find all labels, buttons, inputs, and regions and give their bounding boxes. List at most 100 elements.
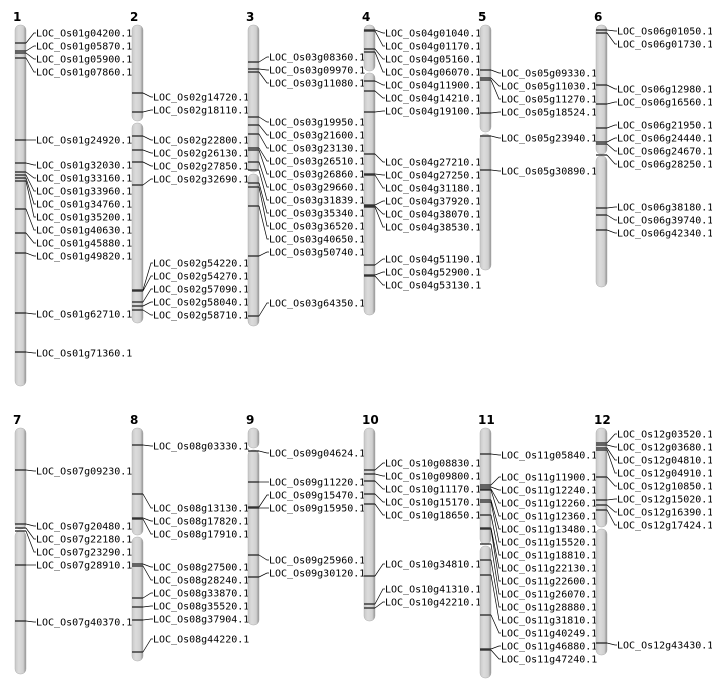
gene-connector [606,137,617,143]
chromosome-arm-q [595,155,608,288]
gene-connector [142,563,153,568]
gene-connector [142,518,153,535]
gene-connector [142,638,153,653]
gene-connector [25,252,36,257]
gene-connector [258,302,269,317]
gene-label: LOC_Os12g43430.1 [617,641,712,652]
gene-label: LOC_Os06g24440.1 [617,134,712,145]
gene-connector [606,154,617,165]
gene-label: LOC_Os04g01170.1 [385,42,481,53]
gene-label: LOC_Os10g42210.1 [385,598,481,609]
gene-connector [258,572,269,578]
gene-connector [606,101,617,105]
gene-connector [490,528,501,582]
gene-label: LOC_Os01g45880.1 [36,239,132,250]
gene-label: LOC_Os01g24920.1 [36,136,132,147]
gene-label: LOC_Os05g18524.1 [501,108,597,119]
gene-label: LOC_Os12g04810.1 [617,456,712,467]
gene-label: LOC_Os11g22130.1 [501,564,597,575]
chromosome-number: 3 [246,10,254,24]
gene-label: LOC_Os11g31810.1 [501,616,597,627]
chromosome-4: 4LOC_Os04g01040.1LOC_Os04g01170.1LOC_Os0… [362,10,481,316]
chromosome-2: 2LOC_Os02g14720.1LOC_Os02g18110.1LOC_Os0… [130,10,249,324]
gene-label: LOC_Os12g03680.1 [617,443,712,454]
gene-connector [374,563,385,577]
gene-connector [374,90,385,99]
gene-connector [490,574,501,621]
gene-label: LOC_Os03g26510.1 [269,157,365,168]
gene-label: LOC_Os08g03330.1 [153,442,249,453]
gene-connector [25,180,36,218]
gene-connector [142,444,153,447]
chromosome-arm-p [247,427,260,449]
gene-label: LOC_Os01g40630.1 [36,226,132,237]
gene-connector [258,71,269,84]
gene-connector [258,450,269,454]
chromosome-arm-q [479,545,492,679]
gene-connector [374,480,385,490]
gene-connector [374,503,385,516]
chromosome-8: 8LOC_Os08g03330.1LOC_Os08g13130.1LOC_Os0… [130,413,249,662]
gene-connector [258,169,269,201]
gene-label: LOC_Os01g71360.1 [36,349,132,360]
gene-connector [25,174,36,192]
gene-connector [374,473,385,477]
chromosome-arm-q [14,530,27,675]
gene-label: LOC_Os05g11030.1 [501,82,597,93]
chromosome-body [363,427,376,622]
gene-label: LOC_Os03g11080.1 [269,79,365,90]
chromosome-6: 6LOC_Os06g01050.1LOC_Os06g01730.1LOC_Os0… [594,10,712,288]
chromosome-3: 3LOC_Os03g08360.1LOC_Os03g09970.1LOC_Os0… [246,10,365,327]
gene-connector [374,206,385,228]
gene-label: LOC_Os05g09330.1 [501,69,597,80]
gene-connector [490,453,501,456]
gene-connector [142,309,153,316]
gene-label: LOC_Os01g33960.1 [36,187,132,198]
gene-label: LOC_Os05g11270.1 [501,95,597,106]
gene-label: LOC_Os02g14720.1 [153,93,249,104]
gene-label: LOC_Os08g17910.1 [153,530,249,541]
gene-label: LOC_Os01g49820.1 [36,252,132,263]
chromosome-number: 6 [594,10,602,24]
gene-connector [374,493,385,503]
gene-label: LOC_Os06g01730.1 [617,40,712,51]
gene-connector [374,271,385,276]
gene-label: LOC_Os02g26130.1 [153,149,249,160]
gene-label: LOC_Os11g15520.1 [501,538,597,549]
gene-label: LOC_Os11g12240.1 [501,486,597,497]
gene-label: LOC_Os06g39740.1 [617,216,712,227]
gene-connector [25,232,36,244]
gene-label: LOC_Os02g22800.1 [153,136,249,147]
gene-connector [490,514,501,556]
gene-connector [258,68,269,71]
gene-connector [25,45,36,52]
gene-label: LOC_Os04g19100.1 [385,107,481,118]
gene-label: LOC_Os06g01050.1 [617,27,712,38]
chromosome-number: 2 [130,10,138,24]
gene-connector [490,499,501,530]
gene-connector [25,52,36,60]
gene-connector [374,601,385,609]
gene-label: LOC_Os12g03520.1 [617,430,712,441]
gene-connector [258,554,269,561]
gene-connector [606,509,617,526]
chromosome-1: 1LOC_Os01g04200.1LOC_Os01g05870.1LOC_Os0… [13,10,132,387]
gene-label: LOC_Os06g42340.1 [617,229,712,240]
gene-label: LOC_Os02g18110.1 [153,106,249,117]
gene-connector [606,32,617,45]
gene-connector [490,649,501,660]
gene-connector [490,476,501,486]
gene-label: LOC_Os01g62710.1 [36,310,132,321]
gene-label: LOC_Os01g05870.1 [36,42,132,53]
gene-connector [374,200,385,206]
gene-label: LOC_Os03g36520.1 [269,222,365,233]
gene-label: LOC_Os04g37920.1 [385,197,481,208]
gene-label: LOC_Os02g32690.1 [153,175,249,186]
gene-label: LOC_Os09g04624.1 [269,449,365,460]
chromosome-arm-q [247,173,260,327]
gene-connector [142,592,153,599]
gene-label: LOC_Os05g23940.1 [501,134,597,145]
gene-connector [374,173,385,176]
chromosome-arm-q [131,536,144,662]
